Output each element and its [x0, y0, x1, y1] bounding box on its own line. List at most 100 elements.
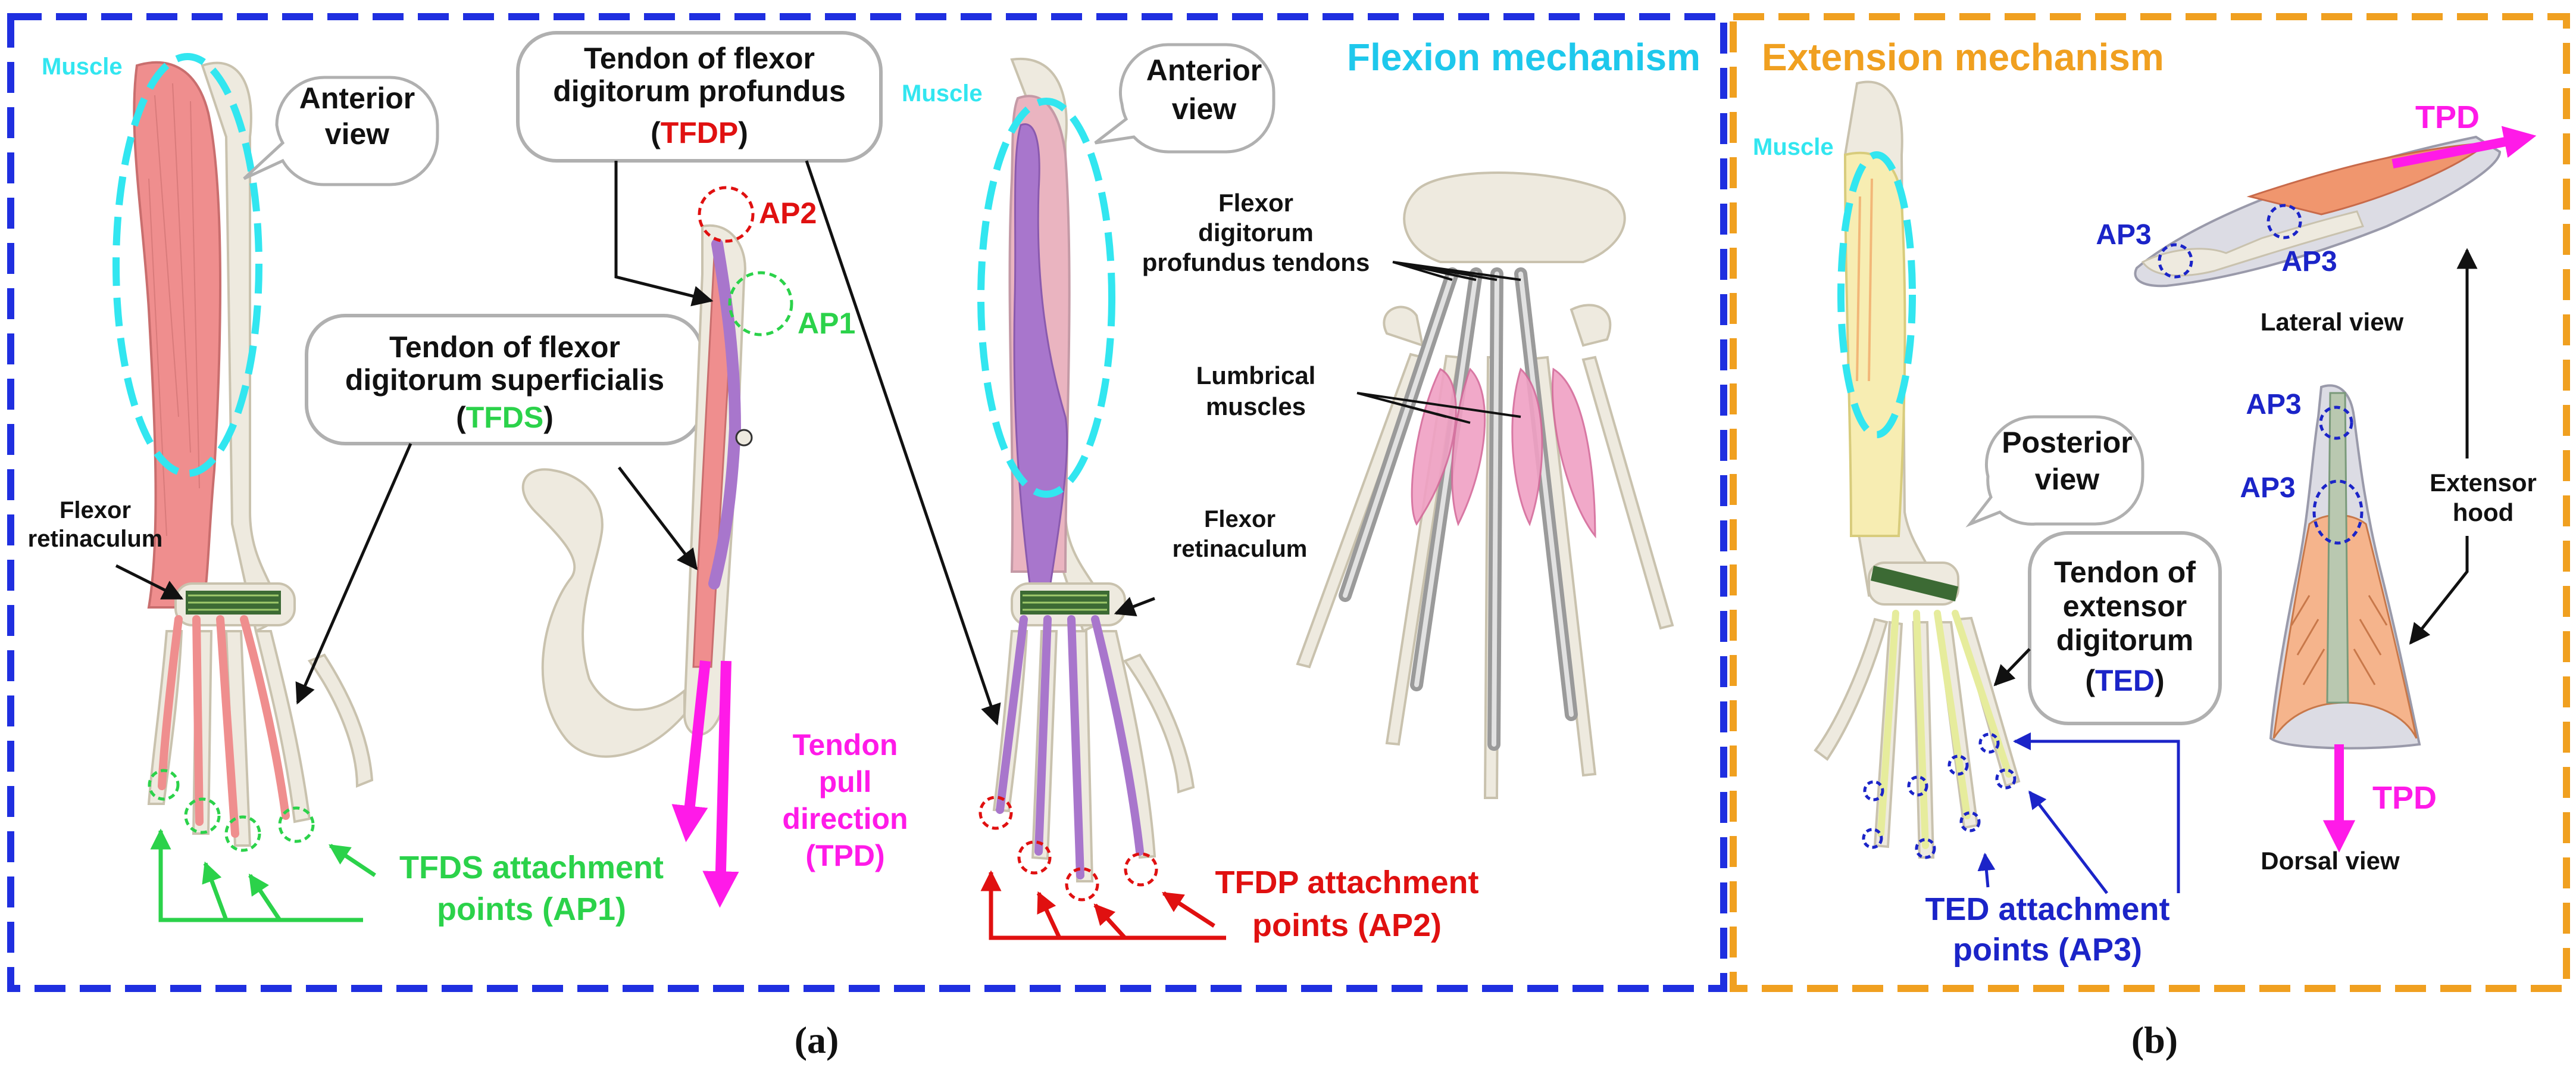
- arm1-muscle-bubble: [243, 76, 439, 186]
- ted-box-line4: (TED): [2085, 664, 2164, 697]
- ap2-circles: [978, 796, 1158, 902]
- lateral-ap3-circle-b: [2266, 204, 2302, 239]
- tfds-finger-arrow: [618, 466, 698, 570]
- ext-ted-tendons: [1877, 610, 2012, 849]
- ap1-label: AP1: [798, 307, 855, 340]
- arm1-retinaculum-line1: Flexor: [60, 497, 131, 523]
- tpd-line1: Tendon: [793, 728, 898, 762]
- ext-view-line2: view: [2035, 463, 2100, 496]
- arm2-muscle-bubble: [1094, 43, 1276, 154]
- arm2-illustration: [977, 43, 1276, 902]
- extension-arm-illustration: [1814, 80, 2144, 859]
- hand-tendons-line3: profundus tendons: [1142, 248, 1370, 276]
- lateral-finger-illustration: [2134, 126, 2537, 288]
- finger-tfdp-tendon: [708, 238, 742, 589]
- tfdp-long-arrow: [805, 160, 1001, 726]
- tfds-box-line3: (TFDS): [456, 401, 554, 434]
- dorsal-ap3-label-c: AP3: [2246, 389, 2301, 420]
- arm2-view-line2: view: [1172, 92, 1237, 126]
- hand-wrist-bones: [1403, 171, 1626, 263]
- arm2-retinaculum-arrow: [1114, 597, 1155, 617]
- tfdp-box-line1: Tendon of flexor: [584, 42, 815, 75]
- tfds-abbr: TFDS: [466, 401, 544, 434]
- arm2-retinaculum-line2: retinaculum: [1173, 536, 1308, 562]
- arm1-retinaculum-arrow: [115, 564, 184, 600]
- tfds-box-line2: digitorum superficialis: [345, 363, 664, 397]
- tpd-line2: pull: [819, 765, 872, 798]
- flexion-title: Flexion mechanism: [1347, 36, 1700, 79]
- ted-pointer-arrow: [1993, 648, 2031, 687]
- tfds-box-line1: Tendon of flexor: [389, 330, 620, 364]
- arm1-illustration: [112, 53, 439, 852]
- extensor-hood-line2: hood: [2453, 498, 2514, 526]
- arm2-retinaculum-lines: [1023, 594, 1107, 611]
- ext-arm-muscle: [1843, 151, 1906, 537]
- ap1-circles: [148, 769, 315, 852]
- arm2-retinaculum-line1: Flexor: [1204, 506, 1276, 532]
- tpd-line3: direction: [782, 802, 908, 835]
- finger-illustration: [521, 186, 793, 908]
- lateral-view-label: Lateral view: [2261, 308, 2404, 336]
- arm1-view-line1: Anterior: [299, 82, 415, 115]
- dorsal-finger-illustration: [2269, 384, 2421, 853]
- arm2-muscle-outline: [977, 98, 1115, 498]
- tfdp-attach-line1: TFDP attachment: [1215, 865, 1478, 900]
- extensor-hood-arrow-down: [2409, 536, 2469, 645]
- lateral-finger-bones: [2141, 210, 2365, 277]
- ap3-arrows: [1977, 732, 2180, 894]
- arm1-muscle-fiber: [148, 83, 200, 536]
- ext-muscle-outline: [1837, 151, 1916, 438]
- lateral-ap3-circle-a: [2158, 243, 2193, 279]
- extension-title: Extension mechanism: [1762, 36, 2164, 79]
- finger-curled-bones: [521, 468, 686, 758]
- hand-carpal-bones: [1383, 304, 1612, 347]
- lateral-ap3-label-a: AP3: [2096, 219, 2151, 251]
- lateral-ap3-label-b: AP3: [2281, 246, 2337, 277]
- arm2-tfdp-tendons: [996, 615, 1144, 879]
- ext-muscle-label: Muscle: [1753, 134, 1834, 160]
- hand-tendons-line1: Flexor: [1218, 189, 1293, 217]
- arm1-retinaculum-lines: [188, 594, 279, 611]
- tfdp-attach-line2: points (AP2): [1252, 907, 1442, 943]
- arm1-finger-bones: [147, 630, 374, 847]
- tfds-attach-line1: TFDS attachment: [399, 850, 664, 885]
- finger-tfds-muscle: [692, 255, 733, 668]
- dorsal-view-label: Dorsal view: [2261, 847, 2400, 875]
- extension-frame: [1730, 13, 2570, 992]
- hand-lumbrical-line1: Lumbrical: [1196, 361, 1316, 389]
- ted-box: [2028, 531, 2222, 725]
- ext-view-line1: Posterior: [2002, 426, 2133, 459]
- arm1-muscle-label: Muscle: [42, 54, 123, 80]
- ted-attach-line2: points (AP3): [1953, 932, 2142, 968]
- hand-fdp-tendon-cores: [1343, 272, 1574, 747]
- arm2-profundus: [1013, 123, 1068, 585]
- ted-box-line3: digitorum: [2056, 623, 2194, 657]
- dorsal-ted-core: [2326, 392, 2349, 704]
- ap2-arrows: [980, 870, 1226, 940]
- tpd-arrow-2: [702, 660, 739, 908]
- hand-illustration: [1296, 171, 1674, 799]
- ext-posterior-bubble: [1965, 415, 2144, 528]
- dorsal-ap3-circle-top: [2319, 406, 2353, 440]
- arm2-finger-bones: [992, 630, 1195, 882]
- tfdp-pointer-arrow: [614, 161, 714, 307]
- tpd-line4: (TPD): [805, 839, 884, 872]
- hand-pointer-lines: [1356, 261, 1521, 424]
- ap1-arrows: [150, 828, 376, 922]
- tfds-attach-line2: points (AP1): [437, 891, 626, 927]
- arm1-view-line2: view: [325, 117, 390, 151]
- hand-tendons-line2: digitorum: [1198, 219, 1314, 247]
- lateral-tpd-label: TPD: [2415, 99, 2480, 135]
- dorsal-tpd-label: TPD: [2372, 780, 2437, 816]
- arm1-muscle-outline: [112, 53, 262, 477]
- tpd-arrow-1: [671, 660, 711, 843]
- arm2-muscle-label: Muscle: [902, 80, 983, 107]
- tfdp-box-line3: (TFDP): [651, 116, 748, 149]
- tfdp-box-line2: digitorum profundus: [553, 74, 846, 108]
- ted-attach-line1: TED attachment: [1925, 891, 2169, 927]
- arm2-view-line1: Anterior: [1146, 54, 1262, 87]
- tfdp-abbr: TFDP: [661, 116, 739, 149]
- dorsal-ap3-label-d: AP3: [2240, 472, 2295, 504]
- tfds-pointer-arrow: [295, 442, 412, 705]
- finger-pulley: [735, 429, 753, 447]
